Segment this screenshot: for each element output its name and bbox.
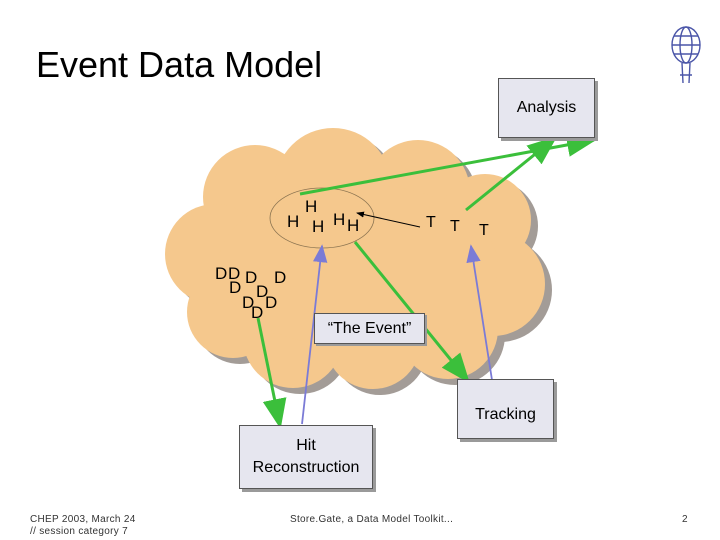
hit-reconstruction-box: Hit Reconstruction — [239, 425, 373, 489]
hit-reco-label-line2: Reconstruction — [252, 459, 360, 476]
h-item: H — [333, 210, 346, 229]
tracking-label: Tracking — [475, 406, 536, 423]
arrow-h-to-tracking — [353, 241, 470, 384]
d-item: D — [265, 293, 278, 312]
analysis-box: Analysis — [498, 78, 595, 138]
d-item: D — [215, 264, 228, 283]
the-event-label: “The Event” — [327, 319, 412, 337]
t-item: T — [450, 218, 460, 235]
hit-reco-label-line1: Hit — [296, 437, 316, 454]
d-item: D — [251, 303, 264, 322]
footer-center: Store.Gate, a Data Model Toolkit... — [290, 514, 454, 525]
page-number: 2 — [682, 514, 688, 525]
slide-title: Event Data Model — [36, 44, 323, 85]
arrow-hitreco-to-h — [301, 244, 328, 425]
t-item: T — [426, 214, 436, 231]
h-item: H — [305, 197, 318, 216]
footer-left: CHEP 2003, March 24 // session category … — [30, 514, 136, 538]
d-item: D — [242, 293, 255, 312]
d-item: D — [229, 278, 242, 297]
d-item: D — [274, 268, 287, 287]
footer-left-line1: CHEP 2003, March 24 — [30, 514, 136, 525]
d-item: D — [245, 268, 258, 287]
arrow-t-to-analysis — [465, 136, 558, 212]
the-event-box: “The Event” — [314, 313, 425, 344]
h-item: H — [347, 216, 360, 235]
h-to-t-link — [356, 211, 421, 228]
analysis-label: Analysis — [516, 99, 577, 116]
arrow-tracking-to-t — [466, 244, 493, 381]
arrow-d-to-hitreco — [256, 317, 287, 429]
tracking-box: Tracking — [457, 379, 554, 439]
cern-logo-icon — [671, 26, 701, 84]
h-item: H — [287, 212, 300, 231]
t-item: T — [479, 222, 489, 239]
d-item: D — [228, 264, 241, 283]
footer-left-line2: // session category 7 — [30, 526, 129, 537]
h-item: H — [312, 217, 325, 236]
d-item: D — [256, 282, 269, 301]
